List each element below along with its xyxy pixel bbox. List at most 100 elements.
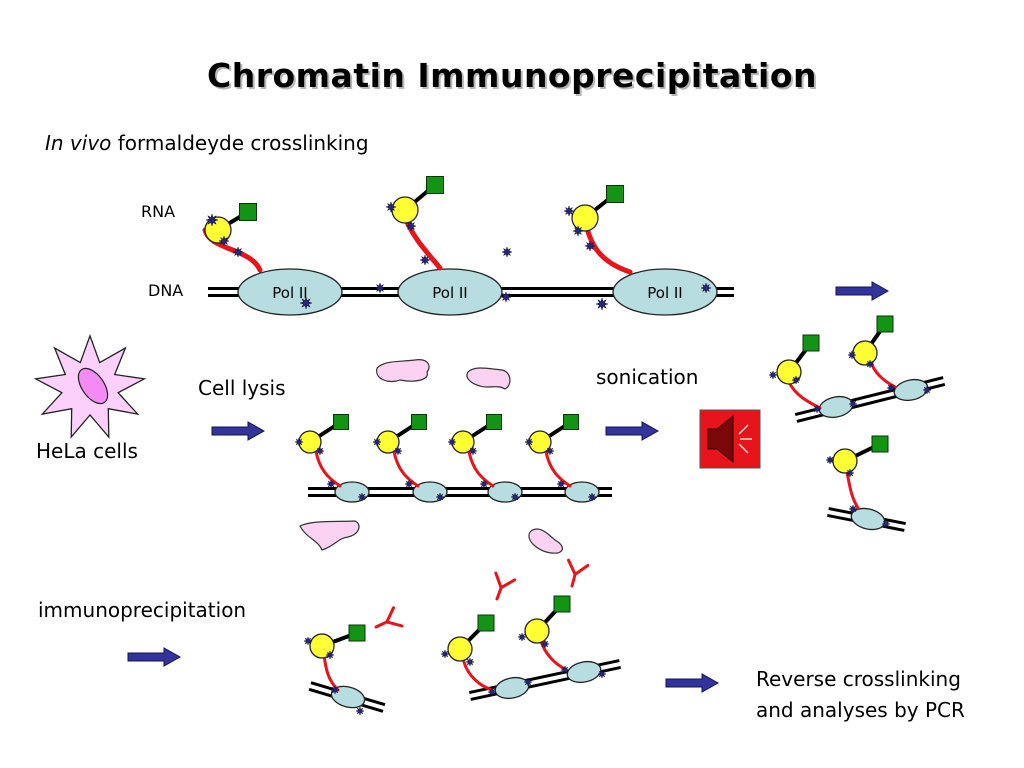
rna-strand: [544, 450, 572, 488]
crosslink-star: [563, 205, 575, 217]
crosslink-star: [560, 665, 570, 675]
crosslink-star: [922, 385, 932, 395]
debris-blob: [376, 359, 430, 383]
green-protein-square: [871, 435, 889, 453]
crosslink-star: [845, 468, 855, 478]
pol2-ellipse: [612, 268, 718, 316]
debris-blob: [528, 528, 564, 554]
crosslink-star: [545, 446, 555, 456]
crosslink-star: [404, 479, 414, 489]
crosslink-star: [294, 437, 304, 447]
green-protein-square: [411, 414, 427, 430]
pol2-ellipse: [494, 676, 530, 700]
yellow-protein: [832, 448, 858, 474]
lysis-chromatin: [294, 414, 612, 503]
cell-debris: [299, 359, 564, 554]
crosslink-star: [510, 492, 520, 502]
subtitle: In vivo formaldeyde crosslinking: [45, 131, 369, 155]
crosslink-star: [385, 201, 397, 213]
sonication-label: sonication: [596, 365, 699, 389]
yellow-protein: [852, 340, 878, 366]
pol2-ellipse: [566, 660, 602, 684]
crosslink-star: [572, 225, 584, 237]
crosslink-star: [218, 235, 230, 247]
crosslink-star: [524, 437, 534, 447]
crosslink-star: [205, 213, 219, 227]
crosslink-star: [848, 504, 858, 514]
step-arrow: [211, 421, 266, 441]
crosslink-star: [523, 677, 533, 687]
slide-title: Chromatin Immunoprecipitation: [207, 56, 817, 95]
debris-blob: [299, 520, 360, 551]
step-arrow: [835, 281, 890, 301]
pol2-ellipse: [237, 268, 343, 316]
step-arrow: [665, 673, 720, 693]
green-protein-square: [239, 203, 257, 221]
rna-strand: [462, 660, 494, 692]
crosslink-star: [303, 636, 313, 646]
yellow-protein: [391, 196, 419, 224]
yellow-protein: [447, 636, 473, 662]
antibody-y-shape: [567, 558, 590, 588]
sound-wave: [738, 424, 749, 435]
green-protein-square: [348, 624, 366, 642]
green-protein-square: [606, 185, 624, 203]
cell-nucleus: [77, 367, 109, 405]
immunoprecipitation-label: immunoprecipitation: [38, 598, 247, 622]
hela-cell: [33, 333, 147, 439]
pol2-ellipse: [893, 378, 929, 402]
crosslink-star: [501, 246, 513, 258]
step-arrow: [605, 421, 660, 441]
immunoprecipitated-fragments: [303, 558, 622, 716]
crosslink-star: [517, 632, 527, 642]
crosslink-star: [812, 404, 822, 414]
crosslink-star: [232, 246, 244, 258]
pol2-label: Pol II: [272, 284, 307, 302]
crosslink-star: [500, 291, 512, 303]
green-protein-square: [802, 334, 820, 352]
crosslink-star: [357, 492, 367, 502]
green-protein-square: [553, 595, 571, 613]
green-protein-square: [333, 414, 349, 430]
crosslink-star: [881, 519, 891, 529]
crosslink-star: [700, 282, 712, 294]
crosslink-star: [405, 220, 417, 232]
crosslink-star: [584, 240, 596, 252]
crosslink-star: [487, 687, 497, 697]
rna-label: RNA: [141, 202, 176, 221]
step-arrows: [127, 281, 890, 693]
yellow-protein: [524, 618, 550, 644]
crosslink-star: [479, 479, 489, 489]
crosslink-star: [419, 254, 431, 266]
crosslink-star: [847, 350, 857, 360]
sonication-speaker-icon: [699, 409, 761, 469]
crosslink-star: [468, 446, 478, 456]
crosslink-star: [447, 437, 457, 447]
sound-wave: [738, 443, 749, 454]
crosslink-star: [865, 359, 875, 369]
green-protein-square: [426, 176, 444, 194]
antibody: [494, 571, 517, 601]
crosslink-star: [848, 399, 858, 409]
antibody-y-shape: [494, 571, 517, 601]
antibody: [567, 558, 590, 588]
pol2-ellipse: [330, 685, 366, 709]
crosslink-star: [886, 383, 896, 393]
crosslink-star: [374, 282, 386, 294]
hela-cells-label: HeLa cells: [36, 439, 138, 463]
dna-label: DNA: [148, 281, 184, 300]
antibody-y-shape: [374, 606, 404, 629]
rna-strand: [467, 450, 495, 488]
crosslink-star: [315, 446, 325, 456]
crosslink-star: [325, 650, 335, 660]
crosslink-star: [393, 446, 403, 456]
pol2-ellipse: [397, 268, 503, 316]
pcr-analysis-label: and analyses by PCR: [756, 698, 965, 722]
speaker-cone: [707, 414, 734, 464]
green-protein-square: [876, 315, 894, 333]
cell-lysis-label: Cell lysis: [198, 376, 286, 400]
crosslink-star: [597, 669, 607, 679]
